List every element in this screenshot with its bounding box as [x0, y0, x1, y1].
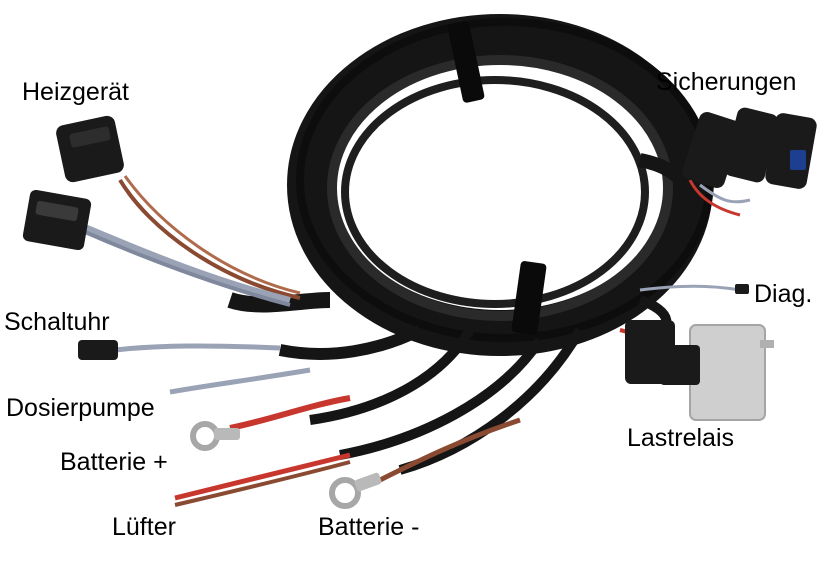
ring-terminal-batterie-plus [190, 421, 240, 451]
wires [78, 175, 751, 507]
harness-coil [287, 14, 714, 356]
ring-terminal-batterie-minus [329, 472, 382, 509]
cable-ties [447, 21, 547, 335]
label-dosierpumpe: Dosierpumpe [6, 394, 155, 422]
diag-connector [735, 284, 749, 294]
label-luefter: Lüfter [112, 513, 176, 541]
heizgeraet-connector [56, 115, 124, 183]
label-batterie-minus: Batterie - [318, 513, 420, 541]
label-sicherungen: Sicherungen [656, 68, 797, 96]
second-connector [22, 189, 92, 251]
label-schaltuhr: Schaltuhr [4, 308, 110, 336]
label-lastrelais: Lastrelais [627, 424, 734, 452]
label-diag: Diag. [754, 280, 813, 308]
sicherungen-fuse-holders [682, 107, 817, 189]
schaltuhr-connector [78, 340, 118, 360]
lastrelais-relay [625, 320, 774, 421]
label-batterie-plus: Batterie + [60, 448, 168, 476]
label-heizgeraet: Heizgerät [22, 78, 129, 106]
